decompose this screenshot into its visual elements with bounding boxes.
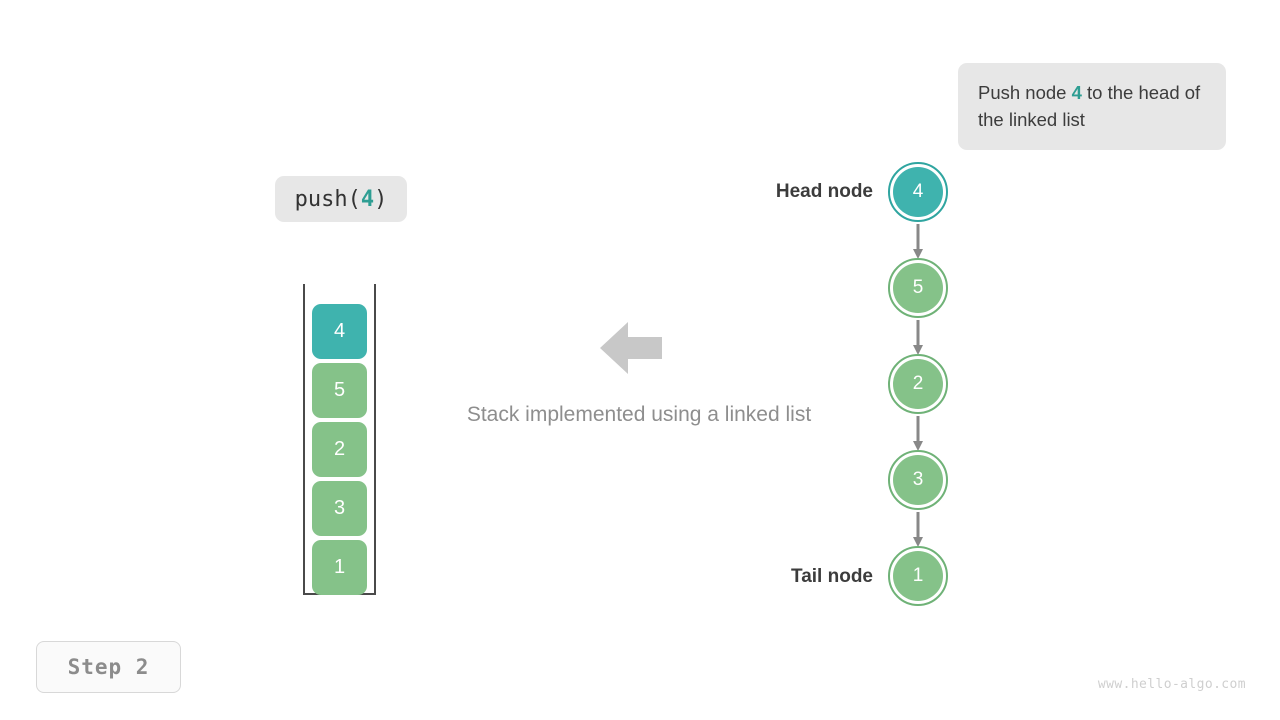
linked-list-node-value: 5	[893, 263, 943, 313]
head-node-label: Head node	[775, 181, 873, 202]
step-badge: Step 2	[36, 641, 181, 693]
stack-block: 3	[312, 481, 367, 536]
stack-block-value: 5	[333, 379, 346, 401]
tail-node-label: Tail node	[791, 566, 873, 587]
description-callout: Push node 4 to the head of the linked li…	[958, 63, 1226, 150]
description-suffix: to the head of the linked list	[978, 82, 1201, 130]
linked-list-node: 2	[888, 354, 948, 414]
operation-label: push(4)	[275, 176, 407, 222]
stack-block-value: 2	[333, 438, 346, 460]
stack-block: 1	[312, 540, 367, 595]
stack-block: 4	[312, 304, 367, 359]
transform-left-arrow-icon	[600, 320, 662, 376]
stack-wall-right	[374, 284, 376, 595]
linked-list-node-value: 1	[893, 551, 943, 601]
stack-block: 2	[312, 422, 367, 477]
linked-list-node-value: 3	[893, 455, 943, 505]
operation-argument: 4	[360, 186, 375, 212]
linked-list-pointer-arrow-icon	[912, 512, 924, 548]
operation-name: push	[294, 186, 348, 212]
stack-block-value: 1	[333, 556, 346, 578]
linked-list-pointer-arrow-icon	[912, 416, 924, 452]
linked-list-node: 1	[888, 546, 948, 606]
description-highlight-value: 4	[1071, 82, 1082, 103]
linked-list-pointer-arrow-icon	[912, 320, 924, 356]
linked-list-node: 5	[888, 258, 948, 318]
linked-list-node: 4	[888, 162, 948, 222]
stack-block-value: 4	[333, 320, 346, 342]
stack-wall-left	[303, 284, 305, 595]
stack-block: 5	[312, 363, 367, 418]
caption-text: Stack implemented using a linked list	[466, 403, 812, 426]
linked-list-node-value: 2	[893, 359, 943, 409]
description-prefix: Push node	[978, 82, 1072, 103]
stack-container: 4 5 2 3 1	[303, 284, 376, 604]
watermark: www.hello-algo.com	[1097, 677, 1246, 692]
stack-block-value: 3	[333, 497, 346, 519]
linked-list-group: Head node Tail node 4 5 2 3 1	[760, 150, 1010, 620]
operation-open-paren: (	[347, 186, 361, 212]
linked-list-pointer-arrow-icon	[912, 224, 924, 260]
linked-list-node: 3	[888, 450, 948, 510]
linked-list-node-value: 4	[893, 167, 943, 217]
stack-blocks-list: 4 5 2 3 1	[312, 304, 367, 599]
operation-close-paren: )	[374, 186, 388, 212]
